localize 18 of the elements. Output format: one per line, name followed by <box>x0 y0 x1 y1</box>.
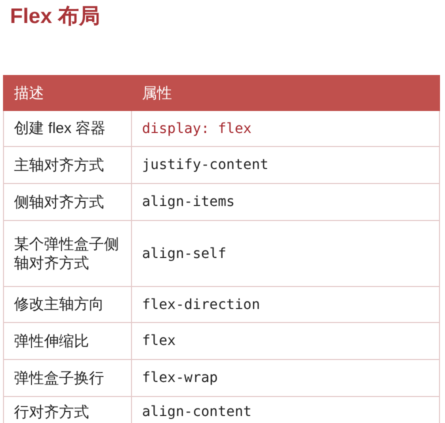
table-cell: 弹性盒子换行 <box>4 360 132 396</box>
header-cell: 属性 <box>132 76 440 110</box>
table-cell: align-items <box>132 184 440 220</box>
table-cell: flex <box>132 322 440 360</box>
table-cell: justify-content <box>132 146 440 184</box>
table-cell: 修改主轴方向 <box>4 286 132 322</box>
table-cell: flex-wrap <box>132 360 440 396</box>
table-cell: display: flex <box>132 110 440 146</box>
table-cell: 主轴对齐方式 <box>4 146 132 184</box>
table-cell: flex-direction <box>132 286 440 322</box>
table-cell: 创建 flex 容器 <box>4 110 132 146</box>
table-cell: 某个弹性盒子侧轴对齐方式 <box>4 220 132 286</box>
table-cell: 弹性伸缩比 <box>4 322 132 360</box>
table-cell: 侧轴对齐方式 <box>4 184 132 220</box>
header-cell: 描述 <box>4 76 132 110</box>
page-title: Flex 布局 <box>10 4 100 30</box>
table-cell: align-self <box>132 220 440 286</box>
table-cell: 行对齐方式 <box>4 396 132 423</box>
